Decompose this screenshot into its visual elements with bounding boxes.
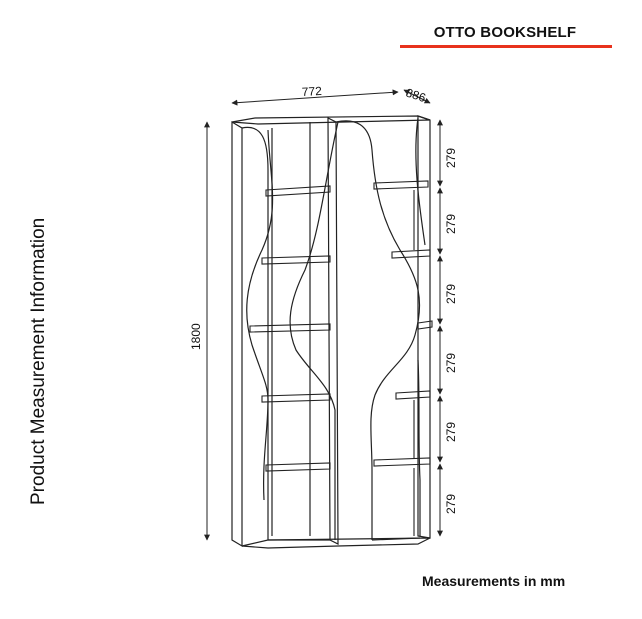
right-shelf-4 [395,390,431,400]
units-note: Measurements in mm [422,573,566,589]
dimension-lines [204,89,443,541]
shelf-spacing-label-3: 279 [444,284,458,304]
left-shelf-5 [265,462,331,472]
right-shelf-5 [373,457,431,467]
shelves [249,180,433,536]
product-title: OTTO BOOKSHELF [433,24,577,41]
left-side-panel [231,120,243,548]
left-shelf-3 [249,323,331,333]
shelf-spacing-label-2: 279 [444,214,458,234]
depth-dimension-line [403,89,431,104]
right-shelf-1 [373,180,429,190]
right-shelf-2 [391,249,431,259]
center-panel [327,117,339,545]
width-dimension-line [231,89,399,106]
shelf-spacing-label-1: 279 [444,148,458,168]
shelf-spacing-label-4: 279 [444,353,458,373]
left-shelf-2 [261,255,331,265]
left-curve [246,129,274,501]
height-dimension-label: 1800 [189,323,203,350]
shelf-spacing-label-6: 279 [444,494,458,514]
depth-dimension-label: 386 [404,86,428,106]
width-dimension-label: 772 [301,84,322,99]
bookshelf-body [231,115,431,549]
right-shelf-3 [417,320,433,330]
shelf-spacing-label-5: 279 [444,422,458,442]
title-underline [400,45,612,48]
left-shelf-1 [265,185,331,197]
left-shelf-4 [261,393,331,403]
